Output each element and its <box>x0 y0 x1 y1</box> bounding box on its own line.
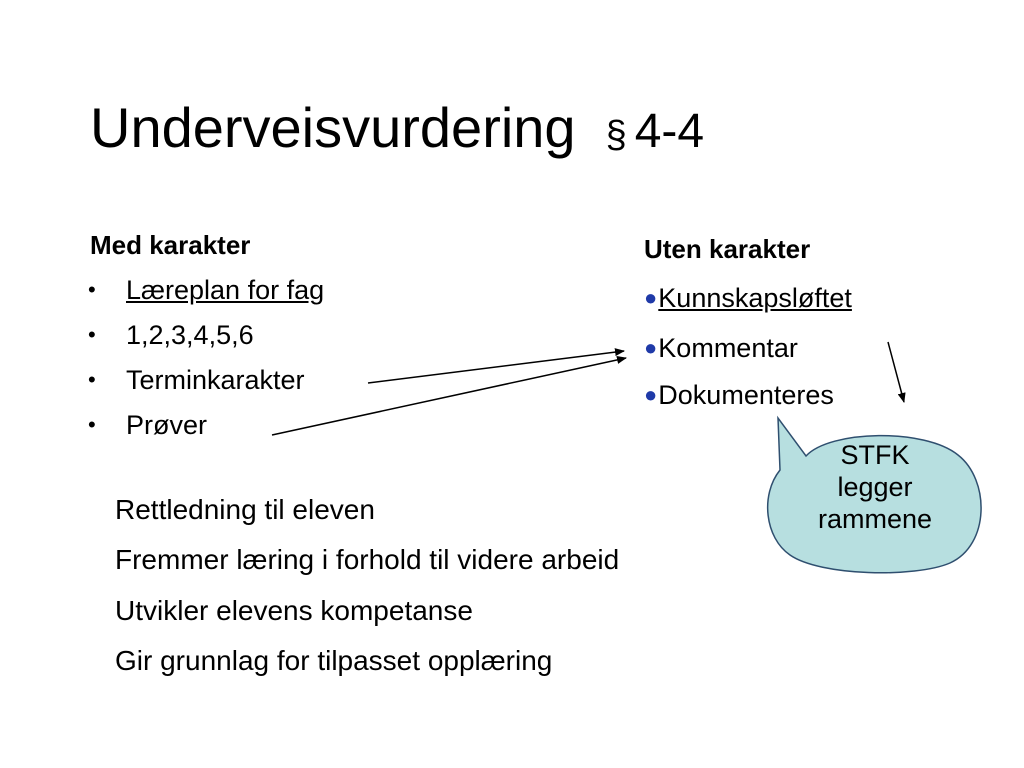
bullet-icon: • <box>88 412 96 437</box>
purpose-statement: Gir grunnlag for tilpasset opplæring <box>115 645 553 676</box>
left-list-item-text: Prøver <box>126 410 207 440</box>
right-list-item-text: Kunnskapsløftet <box>658 283 852 313</box>
left-list-item: • Prøver <box>88 410 207 440</box>
bullet-icon: ● <box>644 285 658 310</box>
left-list-item-text: Læreplan for fag <box>126 275 325 305</box>
bullet-icon: ● <box>644 335 658 360</box>
purpose-statement: Fremmer læring i forhold til videre arbe… <box>115 544 620 575</box>
left-list-item-text: 1,2,3,4,5,6 <box>126 320 254 350</box>
arrow-kommentar-to-callout <box>887 341 906 403</box>
bullet-icon: • <box>88 367 96 392</box>
section-number: 4-4 <box>634 105 705 158</box>
left-list-item: • Terminkarakter <box>88 365 305 395</box>
callout-bubble <box>767 415 982 574</box>
arrow-prover-to-kommentar <box>271 356 627 436</box>
slide-title: Underveisvurdering§4-4 <box>90 100 704 156</box>
right-list-item-text: Kommentar <box>658 333 798 363</box>
right-list-item-text: Dokumenteres <box>658 380 834 410</box>
right-column-heading: Uten karakter <box>644 234 811 264</box>
slide-title-text: Underveisvurdering <box>90 96 576 159</box>
section-sign: § <box>605 114 627 156</box>
left-column-heading: Med karakter <box>90 230 251 260</box>
purpose-statement: Rettledning til eleven <box>115 494 375 525</box>
section-reference: §4-4 <box>606 105 705 158</box>
bullet-icon: • <box>88 277 96 302</box>
right-list-item: ●Kunnskapsløftet <box>644 285 852 312</box>
purpose-statement: Utvikler elevens kompetanse <box>115 595 473 626</box>
bullet-icon: • <box>88 322 96 347</box>
left-list-item: • Læreplan for fag <box>88 275 325 305</box>
callout-line: legger <box>837 472 913 502</box>
arrow-terminkarakter-to-kommentar <box>367 348 625 384</box>
right-list-item: ●Dokumenteres <box>644 382 834 409</box>
left-list-item-text: Terminkarakter <box>126 365 305 395</box>
bullet-icon: ● <box>644 382 658 407</box>
callout-line: STFK <box>840 440 910 470</box>
callout-line: rammene <box>817 504 933 534</box>
left-list-item: • 1,2,3,4,5,6 <box>88 320 254 350</box>
callout-text: STFK legger rammene <box>770 439 980 535</box>
right-list-item: ●Kommentar <box>644 335 798 362</box>
